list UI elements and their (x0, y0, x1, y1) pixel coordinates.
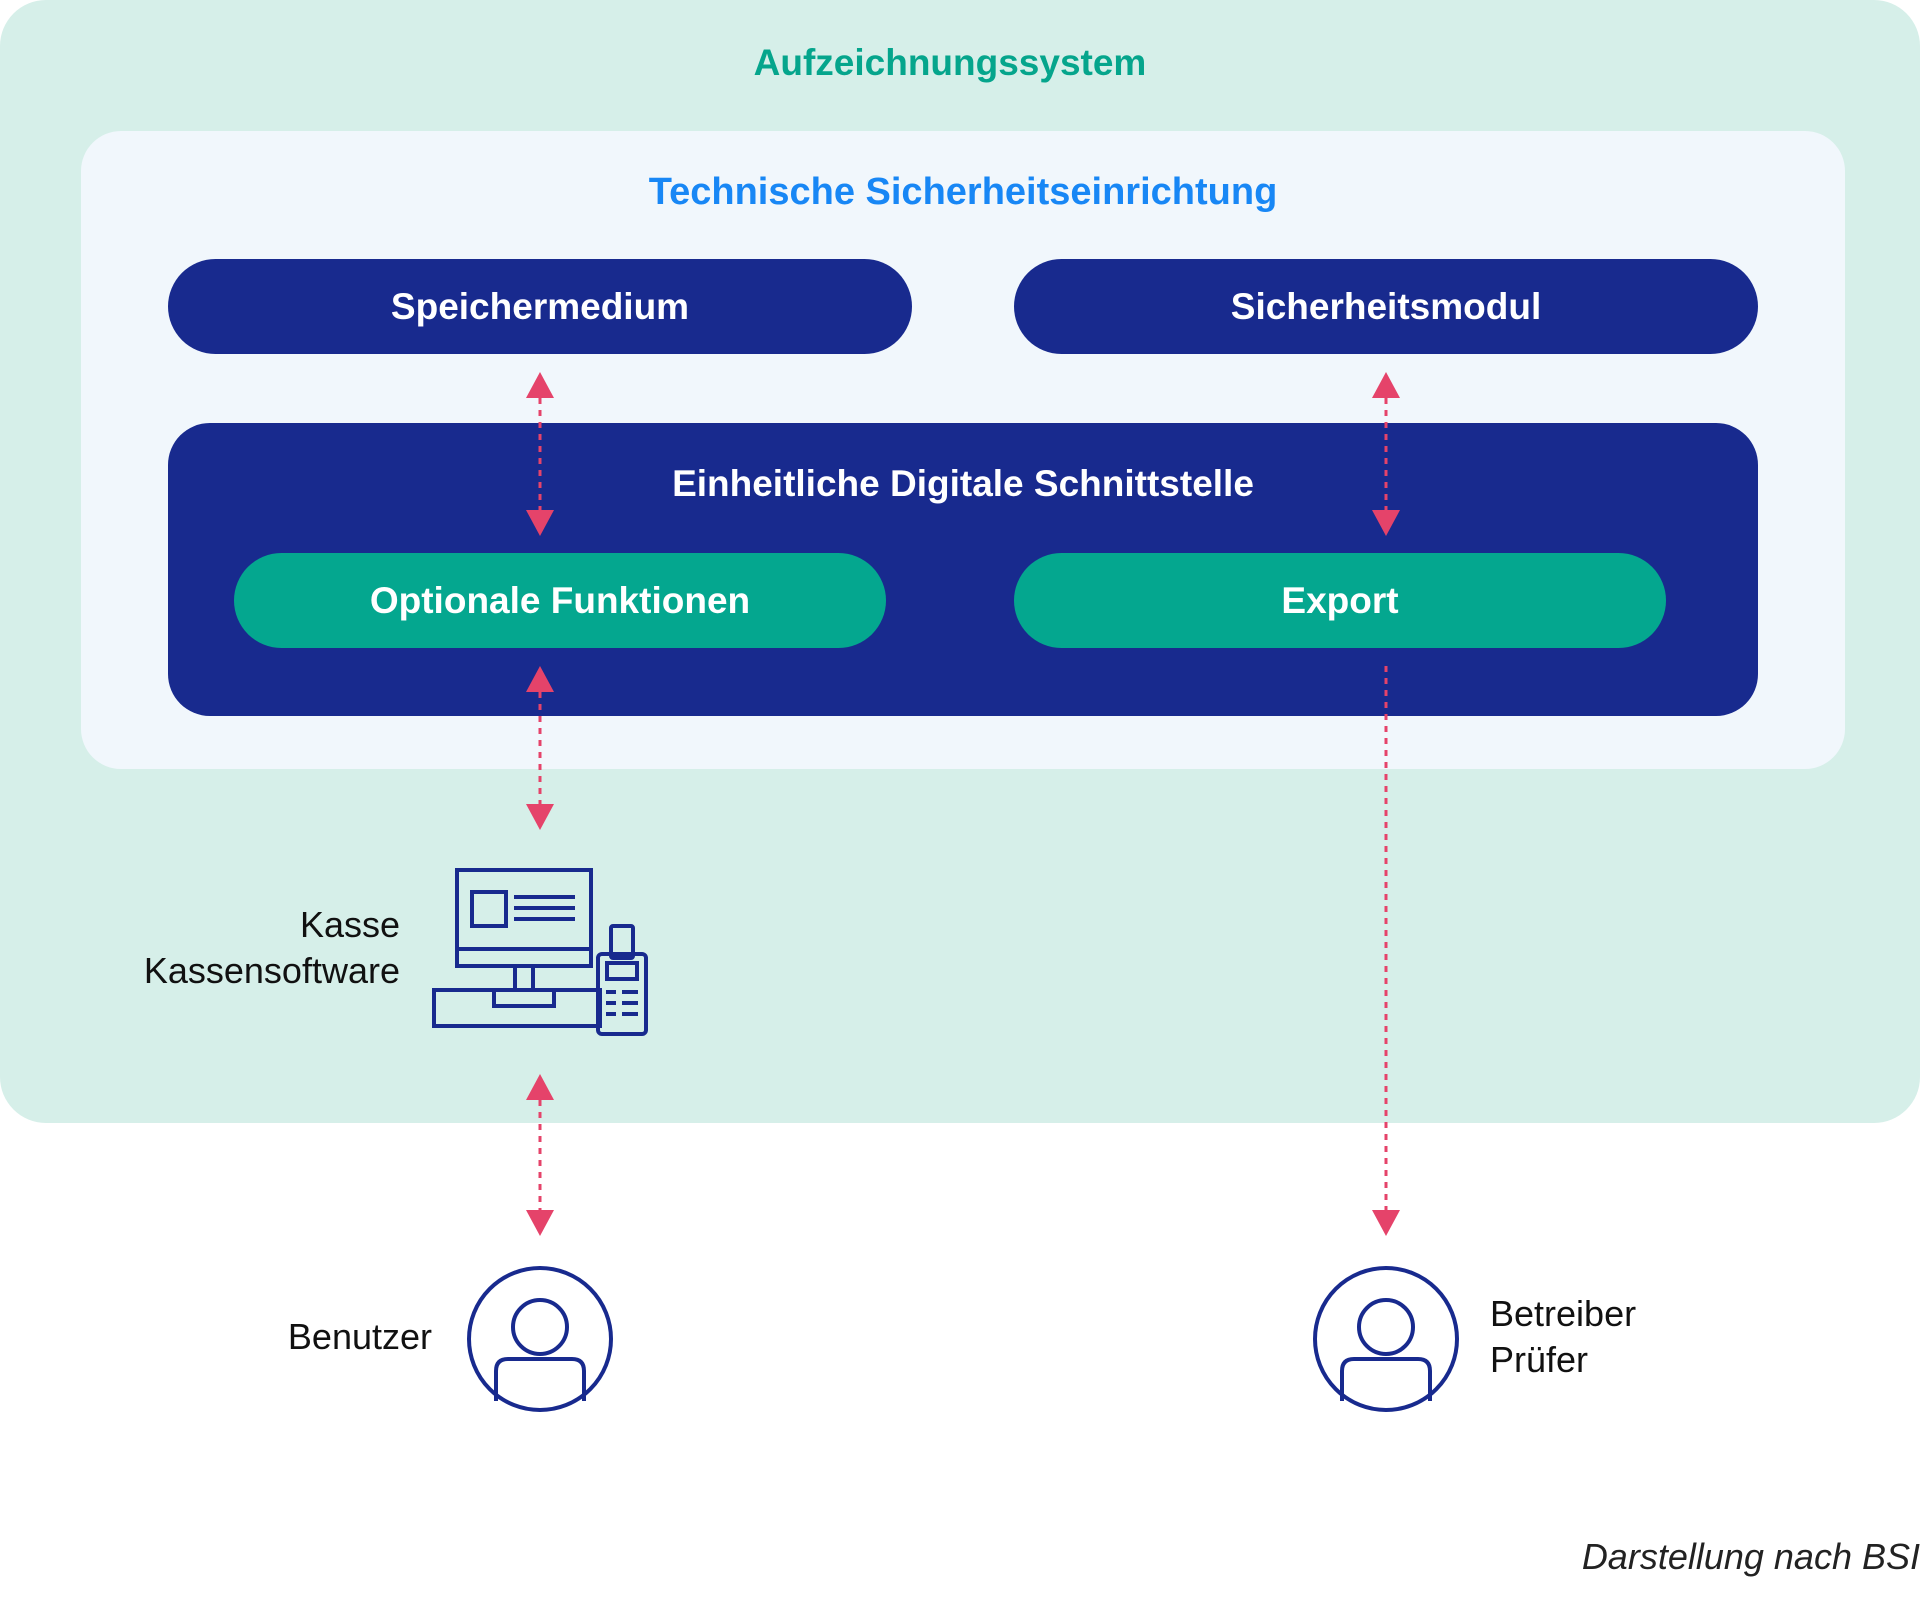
register-label-line1: Kasse (299, 904, 400, 945)
register-label-line2: Kassensoftware (143, 950, 400, 991)
arrow-security-export (1372, 372, 1400, 536)
arrow-storage-optional (526, 372, 554, 536)
cash-register-icon (432, 868, 648, 1036)
arrow-optional-register (526, 666, 554, 830)
tse-title: Technische Sicherheitseinrichtung (648, 171, 1278, 213)
security-module-box: Sicherheitsmodul (1014, 259, 1758, 354)
export-label: Export (1281, 579, 1399, 621)
optional-functions-label: Optionale Funktionen (369, 579, 751, 621)
optional-functions-box: Optionale Funktionen (234, 553, 886, 648)
export-box: Export (1014, 553, 1666, 648)
storage-medium-box: Speichermedium (168, 259, 912, 354)
recording-system-title: Aufzeichnungssystem (753, 42, 1147, 83)
source-caption: Darstellung nach BSI (1581, 1536, 1920, 1577)
operator-label: Betreiber Prüfer (1490, 1291, 1790, 1383)
storage-medium-label: Speichermedium (390, 285, 690, 327)
user-label: Benutzer (287, 1316, 432, 1357)
operator-label-line1: Betreiber (1490, 1293, 1637, 1334)
register-label: Kasse Kassensoftware (100, 902, 400, 994)
user-icon (1313, 1266, 1459, 1412)
arrow-export-operator (1372, 666, 1400, 1236)
operator-label-line2: Prüfer (1490, 1339, 1589, 1380)
arrow-register-user (526, 1074, 554, 1236)
digital-interface-title: Einheitliche Digitale Schnittstelle (672, 463, 1254, 504)
user-icon (467, 1266, 613, 1412)
security-module-label: Sicherheitsmodul (1230, 285, 1542, 327)
